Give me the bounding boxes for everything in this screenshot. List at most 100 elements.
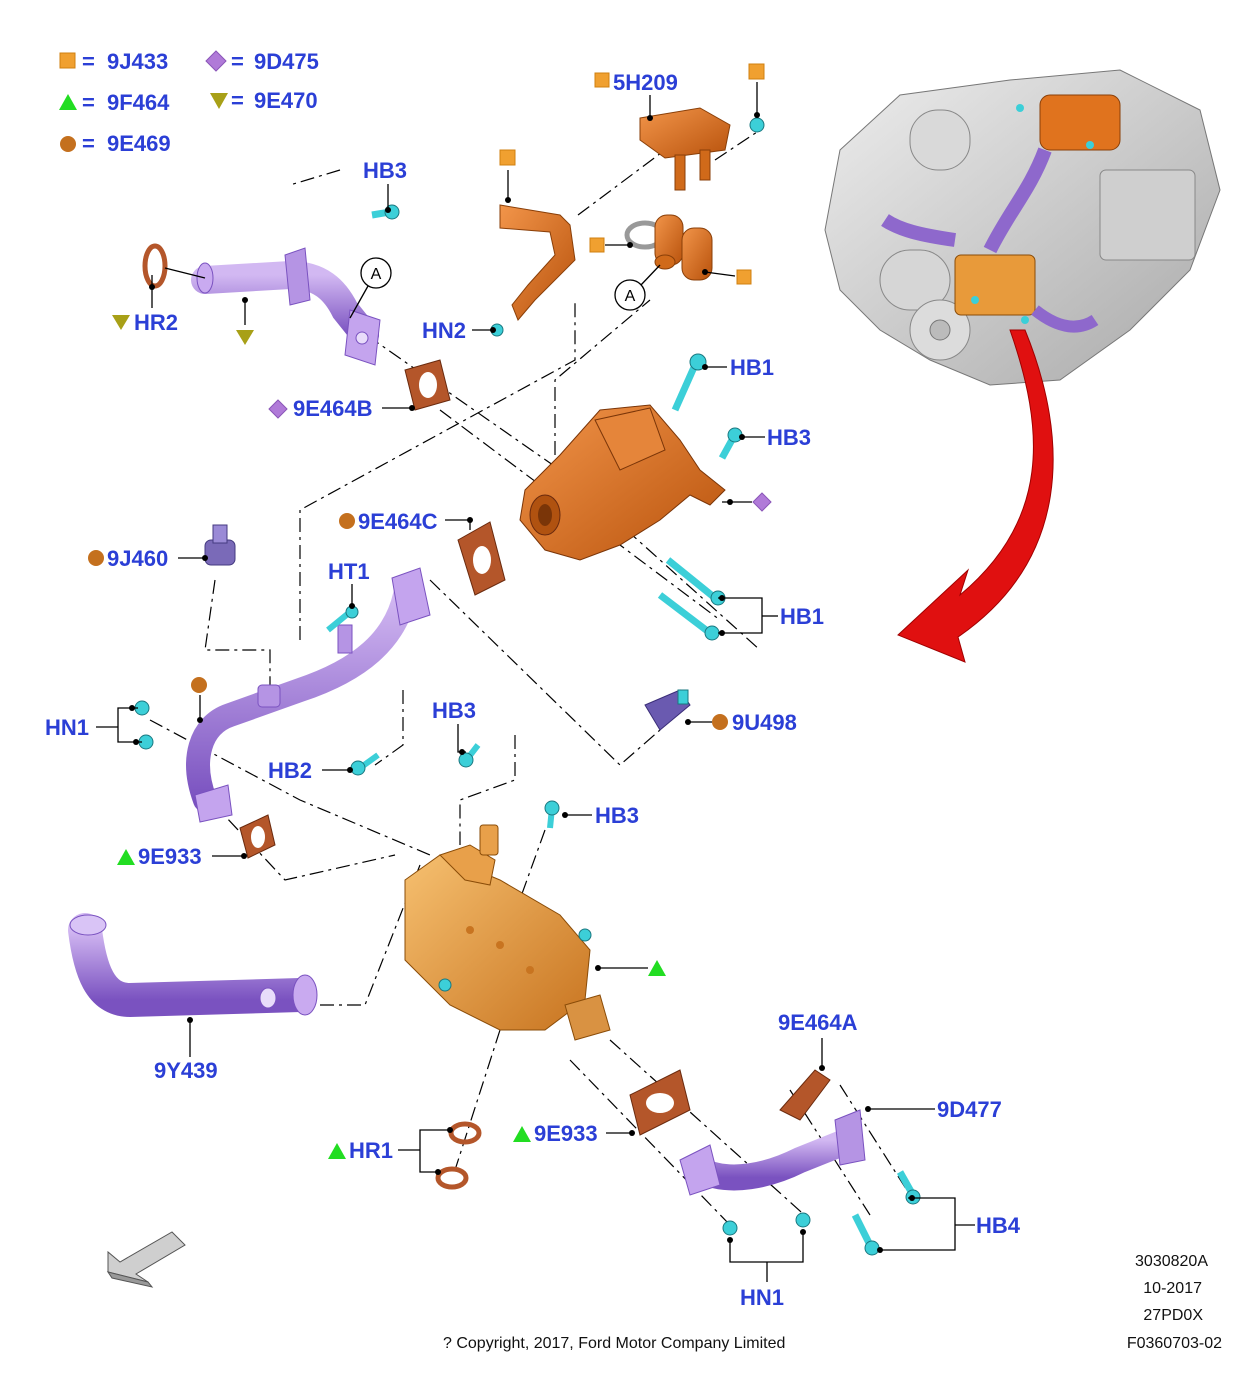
label-hn2: HN2 xyxy=(422,318,466,343)
egr-tube-9y439 xyxy=(68,913,318,1018)
reference-a-left: A xyxy=(360,257,392,289)
leader-lines xyxy=(96,82,975,1282)
label-hb1-mid: HB1 xyxy=(780,604,824,629)
bolt-hb1-a xyxy=(665,557,726,606)
triangle-down-icon xyxy=(236,330,254,345)
legend-eq: = xyxy=(231,88,244,113)
square-icon xyxy=(748,63,765,80)
engine-location-inset xyxy=(824,69,1221,386)
gasket-9e933-right xyxy=(629,1069,691,1136)
front-direction-arrow-icon xyxy=(106,1231,186,1288)
triangle-down-icon xyxy=(210,93,228,109)
bolt-hb1-top xyxy=(671,353,707,412)
part-markers xyxy=(88,63,772,1159)
middle-egr-pipe xyxy=(186,567,431,823)
nut-9j433-top xyxy=(749,117,765,133)
bolt-hb3-mid xyxy=(458,743,481,768)
bolt-highlight xyxy=(1016,104,1024,112)
label-9e933-left: 9E933 xyxy=(138,844,202,869)
sensor-9u498 xyxy=(644,689,691,731)
legend-item-9J433: = 9J433 xyxy=(59,49,168,74)
reference-a-right: A xyxy=(614,279,646,311)
legend-item-9F464: = 9F464 xyxy=(59,90,170,115)
label-hb4: HB4 xyxy=(976,1213,1021,1238)
pressure-sensor-5h209 xyxy=(639,107,731,191)
reference-letter: A xyxy=(625,288,636,305)
legend-eq: = xyxy=(82,49,95,74)
label-hb1-top: HB1 xyxy=(730,355,774,380)
circle-icon xyxy=(339,513,355,529)
egr-pipe-highlight xyxy=(881,214,956,247)
label-9e933-right: 9E933 xyxy=(534,1121,598,1146)
square-icon xyxy=(589,237,605,253)
square-icon xyxy=(499,149,516,166)
drawing-metadata: 3030820A 10-2017 27PD0X F0360703-02 ? Co… xyxy=(443,1253,1222,1352)
temperature-sensor-9j460 xyxy=(204,524,236,566)
label-9e464a: 9E464A xyxy=(778,1010,858,1035)
square-icon xyxy=(594,72,610,88)
bolt-highlight xyxy=(1021,316,1029,324)
label-ht1: HT1 xyxy=(328,559,370,584)
gasket-9e464c xyxy=(457,521,506,596)
bolt-hb3-right xyxy=(718,427,743,460)
pulley-hub xyxy=(929,319,951,341)
bolt-hb3-top xyxy=(371,204,400,220)
legend-eq: = xyxy=(82,131,95,156)
nut-hn1-d xyxy=(795,1212,811,1228)
label-hb3-cooler: HB3 xyxy=(595,803,639,828)
legend-code: 9E469 xyxy=(107,131,171,156)
diamond-icon xyxy=(752,492,772,512)
legend-eq: = xyxy=(231,49,244,74)
triangle-down-icon xyxy=(112,315,130,330)
legend-code: 9J433 xyxy=(107,49,168,74)
triangle-up-icon xyxy=(513,1126,531,1142)
fasteners xyxy=(134,117,921,1256)
egr-pipe-highlight xyxy=(1031,305,1099,333)
gasket-9e464b xyxy=(404,359,451,411)
location-arrow-icon xyxy=(897,329,1054,663)
label-hb3-mid: HB3 xyxy=(432,698,476,723)
label-hb2: HB2 xyxy=(268,758,312,783)
label-9d477: 9D477 xyxy=(937,1097,1002,1122)
egr-cooler-highlight xyxy=(954,254,1036,316)
legend-code: 9F464 xyxy=(107,90,170,115)
square-icon xyxy=(736,269,752,285)
callout-labels: HB3 HR2 HN2 5H209 9E464B HB1 HB3 9E464C … xyxy=(45,70,1021,1310)
triangle-up-icon xyxy=(59,94,77,110)
label-hr2: HR2 xyxy=(134,310,178,335)
label-9y439: 9Y439 xyxy=(154,1058,218,1083)
drawing-date: 10-2017 xyxy=(1143,1280,1202,1297)
diamond-icon xyxy=(205,50,227,72)
bolt-hb1-b xyxy=(657,592,720,641)
label-hb3-top: HB3 xyxy=(363,158,407,183)
circle-icon xyxy=(88,550,104,566)
nut-hn1-c xyxy=(722,1220,738,1236)
circle-icon xyxy=(60,136,76,152)
legend: = 9J433 = 9D475 = 9F464 = 9E470 = 9E469 xyxy=(59,49,319,156)
drawing-ref: 3030820A xyxy=(1135,1253,1208,1270)
bolt-hb3-cooler xyxy=(544,800,560,829)
egr-valve xyxy=(519,404,726,561)
label-9e464b: 9E464B xyxy=(293,396,373,421)
label-hn1-left: HN1 xyxy=(45,715,89,740)
legend-item-9E470: = 9E470 xyxy=(210,88,318,113)
drawing-code: 27PD0X xyxy=(1143,1307,1203,1324)
label-hb3-right: HB3 xyxy=(767,425,811,450)
engine-detail xyxy=(879,249,951,311)
circle-icon xyxy=(191,677,207,693)
bolt-highlight xyxy=(971,296,979,304)
label-9e464c: 9E464C xyxy=(358,509,438,534)
triangle-up-icon xyxy=(328,1143,346,1159)
egr-bracket xyxy=(499,204,576,321)
circle-icon xyxy=(712,714,728,730)
label-5h209: 5H209 xyxy=(613,70,678,95)
sensor-hoses xyxy=(624,214,713,281)
egr-valve-highlight xyxy=(1039,94,1121,151)
label-9u498: 9U498 xyxy=(732,710,797,735)
triangle-up-icon xyxy=(117,849,135,865)
label-hn1-bottom: HN1 xyxy=(740,1285,784,1310)
seal-rings-hr1 xyxy=(435,1121,482,1190)
legend-eq: = xyxy=(82,90,95,115)
legend-item-9E469: = 9E469 xyxy=(60,131,171,156)
